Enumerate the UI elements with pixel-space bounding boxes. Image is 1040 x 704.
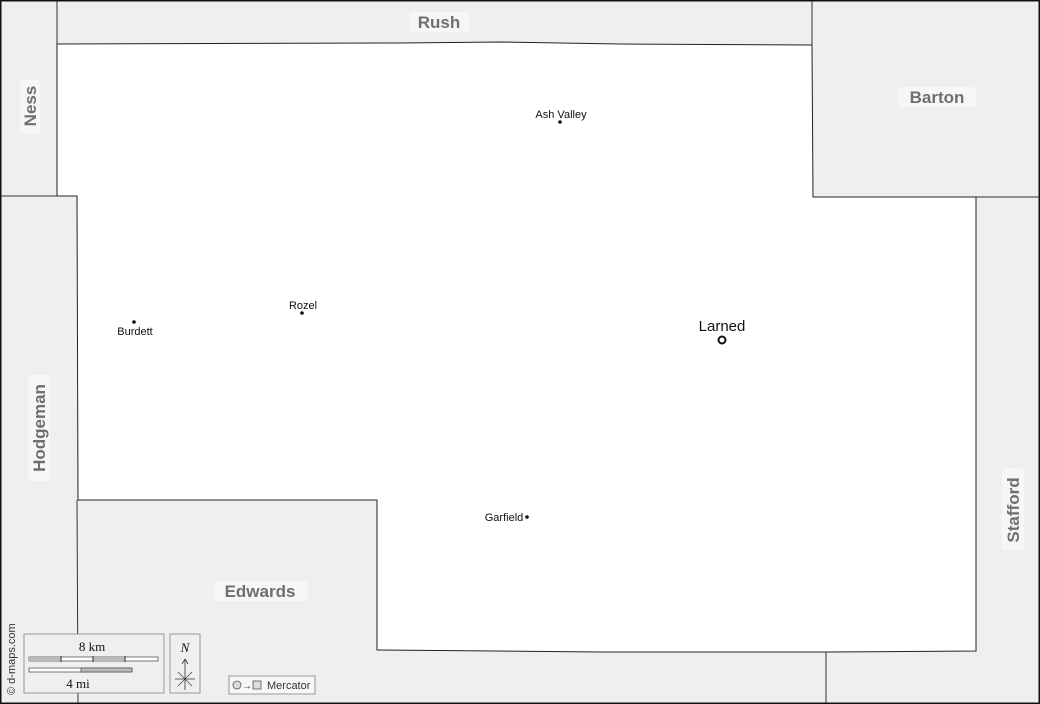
city-dot-larned — [717, 335, 727, 345]
label-hodgeman: Hodgeman — [30, 384, 49, 472]
city-dot-burdett — [132, 320, 136, 324]
city-dot-garfield — [525, 515, 529, 519]
label-rush: Rush — [418, 13, 461, 32]
scale-km-label: 8 km — [79, 639, 105, 654]
scale-mi-label: 4 mi — [66, 676, 90, 691]
label-stafford: Stafford — [1004, 477, 1023, 542]
credit: © d-maps.com — [6, 623, 18, 695]
city-larned: Larned — [699, 318, 746, 335]
projection-label: Mercator — [267, 680, 311, 692]
label-barton: Barton — [910, 88, 965, 107]
svg-text:→: → — [242, 681, 252, 692]
city-garfield: Garfield — [485, 512, 524, 524]
north-arrow: N — [169, 633, 201, 694]
city-dot-ash-valley — [558, 120, 562, 124]
pawnee-county-area — [56, 41, 977, 653]
city-dot-rozel — [300, 311, 304, 315]
label-edwards: Edwards — [225, 582, 296, 601]
city-rozel: Rozel — [289, 300, 317, 312]
north-label: N — [180, 640, 191, 655]
projection-box: → Mercator — [228, 675, 316, 695]
label-ness: Ness — [21, 86, 40, 127]
city-burdett: Burdett — [117, 326, 152, 338]
city-ash-valley: Ash Valley — [535, 109, 587, 121]
scale-bar: 8 km 4 mi — [23, 633, 165, 694]
